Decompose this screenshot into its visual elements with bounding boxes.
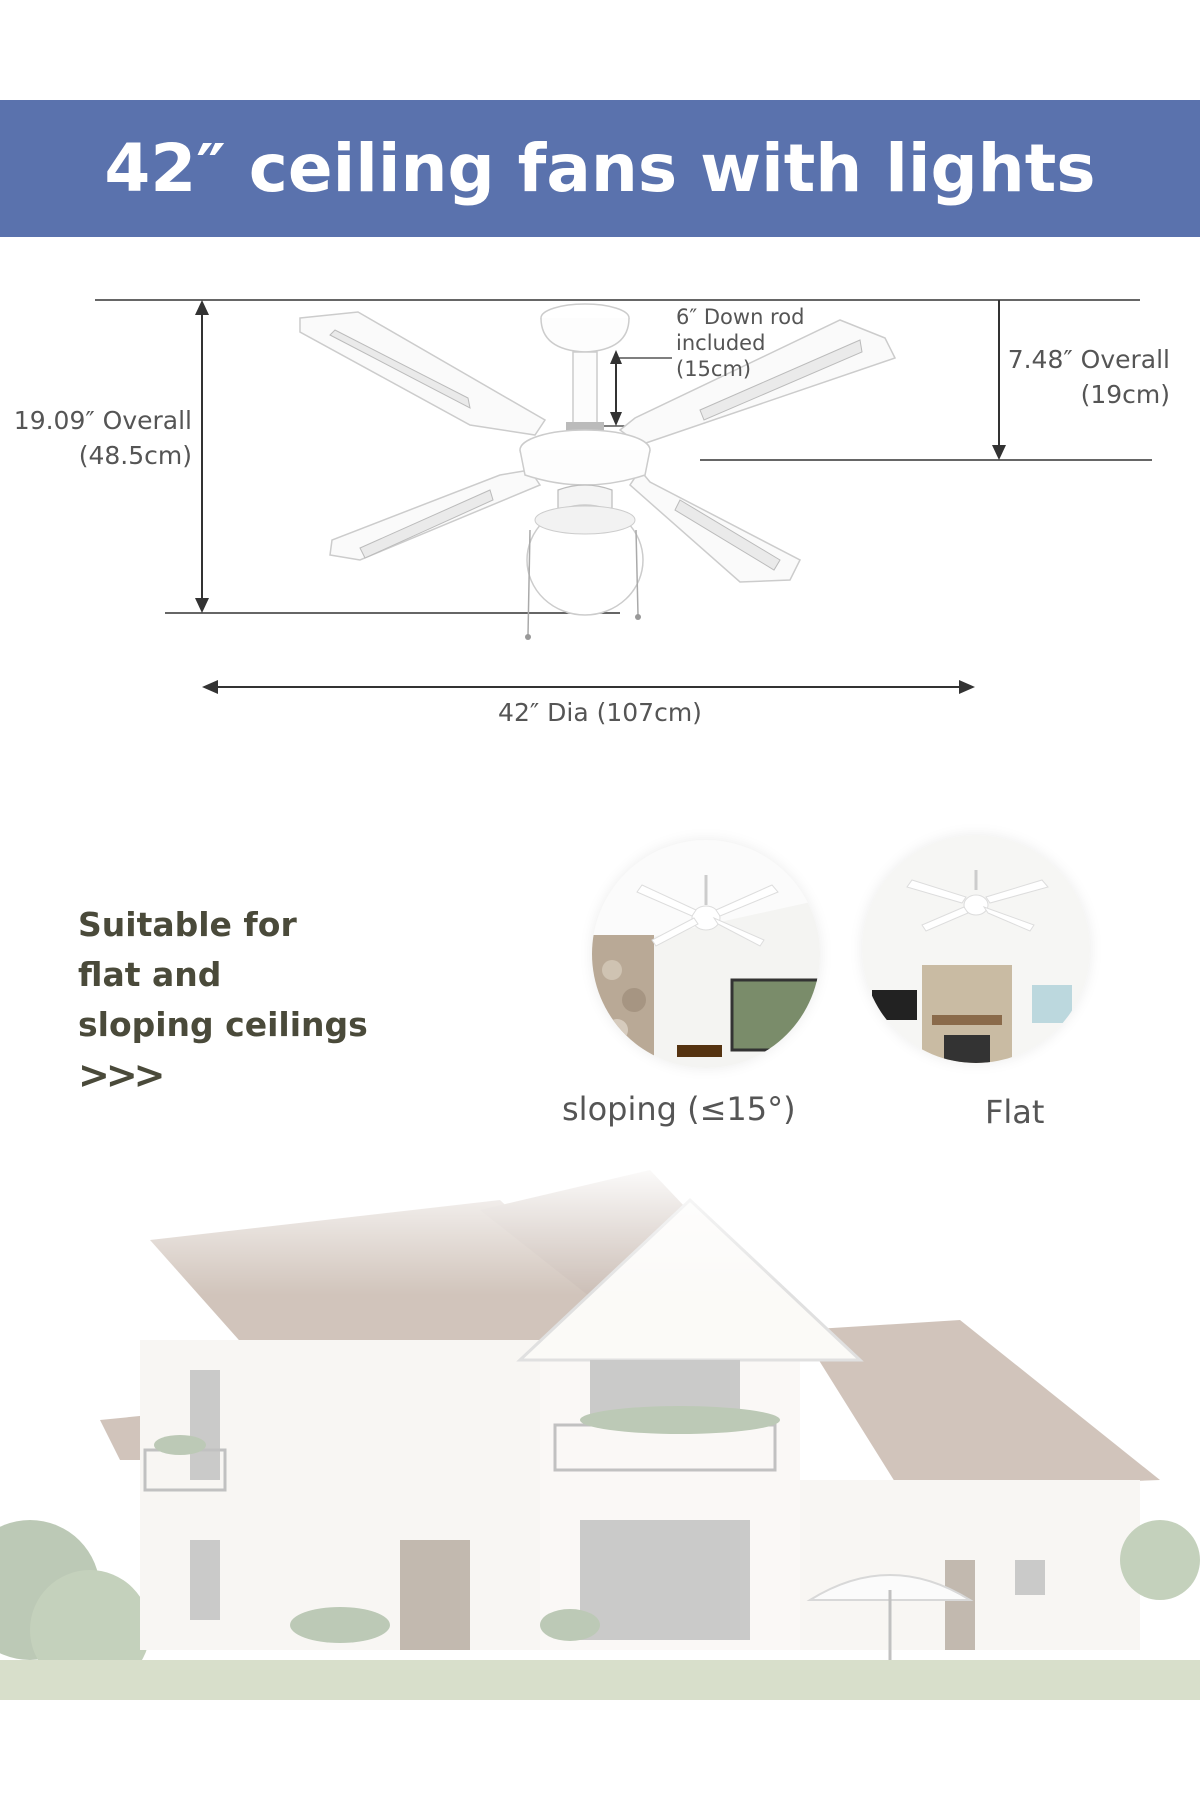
overall-height-label: 19.09″ Overall (48.5cm) bbox=[13, 406, 192, 470]
arrow-up-icon bbox=[610, 350, 622, 364]
diameter-label: 42″ Dia (107cm) bbox=[498, 698, 702, 727]
chevron-arrows-icon: >>> bbox=[78, 1053, 166, 1097]
page-title: 42″ ceiling fans with lights bbox=[104, 130, 1096, 207]
arrow-right-icon bbox=[959, 680, 975, 694]
fan-dimension-svg bbox=[95, 299, 1152, 694]
canopy-height-label: 7.48″ Overall (19cm) bbox=[1007, 345, 1170, 409]
arrow-up-icon bbox=[195, 300, 209, 315]
house-illustration bbox=[0, 1160, 1200, 1700]
arrow-down-icon bbox=[195, 598, 209, 613]
title-banner: 42″ ceiling fans with lights bbox=[0, 100, 1200, 237]
arrow-down-icon bbox=[610, 412, 622, 426]
suitable-heading: Suitable for flat and sloping ceilings >… bbox=[78, 900, 368, 1100]
flat-caption: Flat bbox=[985, 1093, 1045, 1131]
ceiling-fan-icon bbox=[299, 303, 897, 640]
sloping-caption: sloping (≤15°) bbox=[562, 1090, 796, 1128]
arrow-left-icon bbox=[202, 680, 218, 694]
flat-ceiling-photo bbox=[862, 835, 1090, 1063]
sloping-ceiling-photo bbox=[592, 840, 820, 1068]
dimension-diagram: 19.09″ Overall (48.5cm) 7.48″ Overall (1… bbox=[0, 270, 1200, 750]
downrod-label: 6″ Down rod included (15cm) bbox=[676, 305, 805, 381]
ceiling-types-section: Suitable for flat and sloping ceilings >… bbox=[0, 820, 1200, 1140]
arrow-down-icon bbox=[992, 445, 1006, 460]
